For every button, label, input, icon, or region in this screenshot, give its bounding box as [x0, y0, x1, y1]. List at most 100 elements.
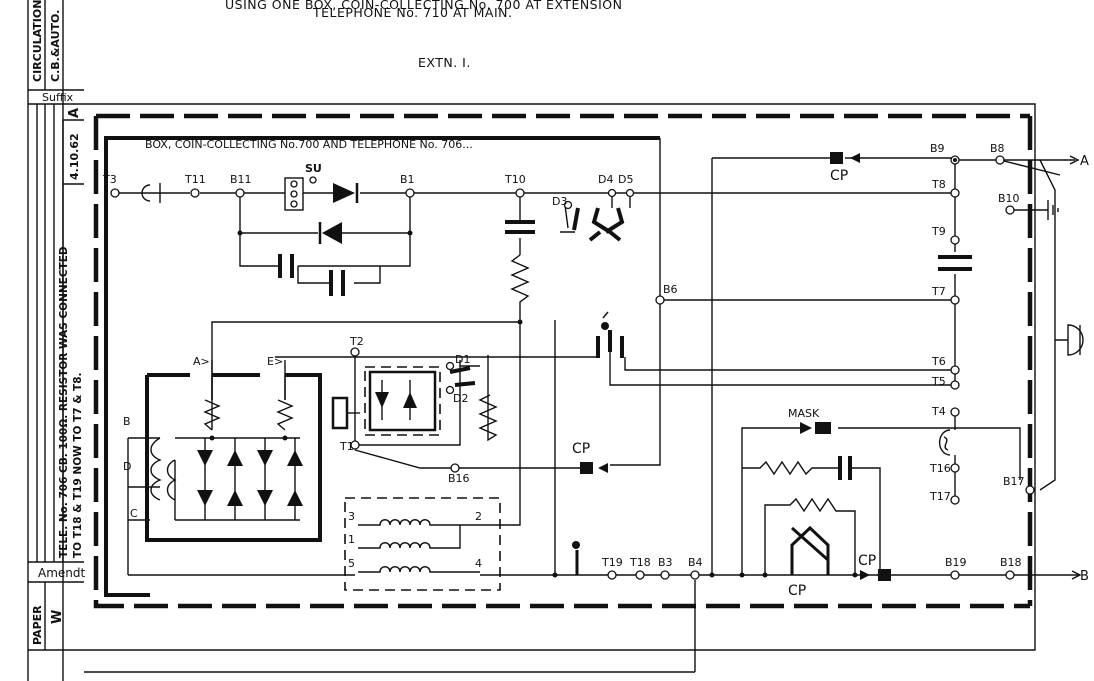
svg-text:B6: B6 [663, 283, 678, 296]
diagram-title-line1: USING ONE BOX, COIN-COLLECTING No. 700 A… [225, 0, 623, 12]
su-label: SU [305, 162, 322, 175]
cp-label-bottom: CP [788, 583, 806, 599]
bottom-line: MASK [554, 158, 1082, 581]
terminal-d5: D5 [618, 173, 635, 198]
amendment-date: 4.10.62 [68, 133, 81, 180]
terminal-t4: T4 [931, 405, 960, 418]
svg-text:D5: D5 [618, 173, 633, 186]
svg-text:B19: B19 [945, 556, 967, 569]
svg-text:B18: B18 [1000, 556, 1022, 569]
svg-text:T11: T11 [184, 173, 206, 186]
outer-enclosure [84, 103, 1036, 673]
terminal-t6: T6 [931, 355, 960, 375]
svg-text:D1: D1 [455, 353, 470, 366]
node-e-label: E> [267, 355, 283, 368]
extension-label: EXTN. I. [418, 55, 471, 70]
svg-text:T3: T3 [102, 173, 117, 186]
suffix-value: A [67, 108, 82, 118]
svg-text:B10: B10 [998, 192, 1020, 205]
line-a-label: A [1080, 154, 1089, 169]
terminal-b17: B17 [1003, 475, 1035, 495]
terminal-t5: T5 [931, 375, 960, 390]
svg-text:B8: B8 [990, 142, 1005, 155]
svg-text:T1: T1 [339, 440, 354, 453]
node-d-label: D [123, 460, 131, 473]
terminal-t10: T10 [504, 173, 526, 198]
coil-terminal-3: 3 [348, 510, 355, 523]
terminal-d2: D2 [445, 385, 468, 405]
terminal-b19: B19 [945, 556, 967, 580]
side-panel: CIRCULATION C.B.&AUTO. Suffix A 4.10.62 … [27, 0, 86, 681]
svg-text:T16: T16 [929, 462, 951, 475]
terminal-b8: B8 [990, 142, 1005, 165]
svg-text:D4: D4 [598, 173, 613, 186]
paper-value: W [50, 610, 65, 624]
terminal-b1: B1 [400, 173, 415, 198]
svg-text:T8: T8 [931, 178, 946, 191]
svg-text:T5: T5 [931, 375, 946, 388]
coil-terminal-1: 1 [348, 533, 355, 546]
cp-label-top: CP [830, 168, 848, 184]
svg-text:T9: T9 [931, 225, 946, 238]
terminal-t11: T11 [184, 173, 206, 198]
svg-text:B3: B3 [658, 556, 673, 569]
terminal-d4: D4 [598, 173, 617, 198]
terminal-b6: B6 [655, 283, 678, 305]
coil-terminal-2: 2 [475, 510, 482, 523]
terminal-b10: B10 [998, 192, 1020, 215]
amendment-note-line1: TELE. No. 706 CB. 100Ω. RESISTOR WAS CON… [58, 246, 70, 558]
box-title: BOX, COIN-COLLECTING No.700 AND TELEPHON… [145, 138, 473, 151]
svg-text:T2: T2 [349, 335, 364, 348]
svg-text:B17: B17 [1003, 475, 1025, 488]
terminal-d1: D1 [445, 353, 470, 371]
svg-text:T10: T10 [504, 173, 526, 186]
svg-text:T4: T4 [931, 405, 946, 418]
svg-text:T19: T19 [601, 556, 623, 569]
coil-terminal-4: 4 [475, 557, 482, 570]
terminal-b16: B16 [448, 463, 470, 485]
t1-b16-line [354, 449, 608, 474]
terminal-b4: B4 [688, 556, 703, 580]
svg-text:B16: B16 [448, 472, 470, 485]
svg-text:D2: D2 [453, 392, 468, 405]
coil-terminal-5: 5 [348, 557, 355, 570]
svg-text:B1: B1 [400, 173, 415, 186]
terminal-t7: T7 [931, 285, 960, 305]
diagram-title-line2: TELEPHONE No. 710 AT MAIN. [312, 5, 513, 20]
circulation-label: CIRCULATION [31, 0, 44, 82]
svg-text:B9: B9 [930, 142, 945, 155]
b6-relay [275, 138, 955, 466]
terminal-t9: T9 [931, 225, 960, 245]
terminal-b11: B11 [230, 173, 252, 198]
d-contacts [520, 192, 955, 242]
rectifier-block [128, 360, 322, 542]
terminals-group: T3 T11 B11 B1 T10 D3 D4 D5 B9 B8 T8 B10 … [102, 142, 1035, 580]
t4-t16-bell [938, 416, 956, 496]
terminal-t3: T3 [102, 173, 120, 198]
terminal-d3: D3 [552, 195, 573, 210]
terminal-b18: B18 [1000, 556, 1022, 580]
mask-label: MASK [788, 407, 820, 420]
terminal-t18: T18 [629, 556, 651, 580]
hook-block [331, 352, 498, 446]
svg-text:D3: D3 [552, 195, 567, 208]
amendment-label: Amendt [38, 566, 86, 580]
terminal-t19: T19 [601, 556, 623, 580]
terminal-b3: B3 [658, 556, 673, 580]
svg-text:T18: T18 [629, 556, 651, 569]
svg-text:B4: B4 [688, 556, 703, 569]
terminal-b9: B9 [930, 142, 960, 165]
induction-coil: 3 2 1 5 4 [127, 438, 555, 591]
junctions [209, 158, 957, 578]
node-c-label: C [130, 507, 138, 520]
svg-text:T17: T17 [929, 490, 951, 503]
cp-label-bottom-right: CP [858, 553, 876, 569]
terminal-t2: T2 [349, 335, 364, 357]
terminal-t1: T1 [339, 440, 360, 453]
circulation-value: C.B.&AUTO. [49, 10, 62, 82]
suffix-label: Suffix [42, 91, 74, 104]
amendment-note-line2: TO T18 & T19 NOW TO T7 & T8. [72, 372, 84, 558]
svg-text:T7: T7 [931, 285, 946, 298]
right-bus [712, 152, 1084, 491]
